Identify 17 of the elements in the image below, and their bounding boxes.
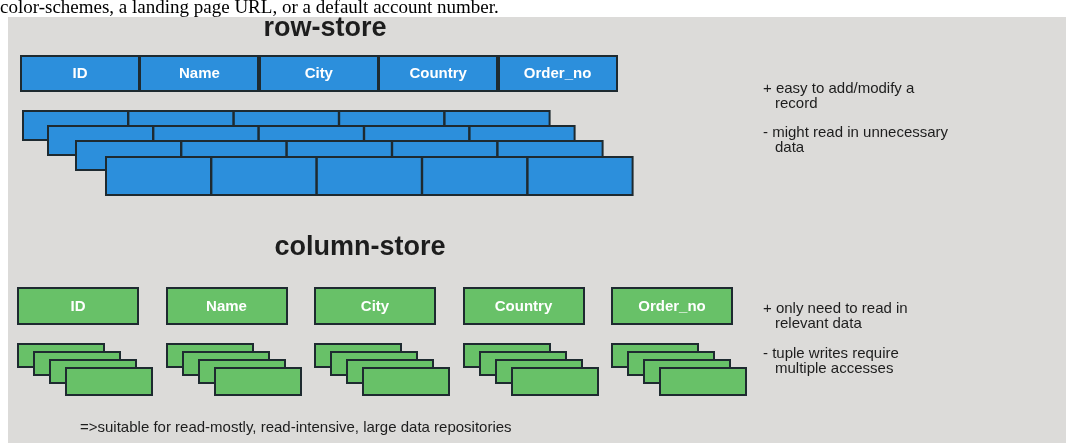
field-box: Country	[378, 55, 499, 92]
field-box: Order_no	[611, 287, 733, 325]
field-box: City	[314, 287, 436, 325]
field-box: Name	[165, 287, 288, 325]
note-text: + only need to read in relevant data	[763, 300, 909, 330]
caption-text: color-schemes, a landing page URL, or a default account number.	[0, 0, 499, 16]
field-box: Name	[139, 55, 260, 92]
note-text: - might read in unnecessary data	[763, 124, 950, 154]
field-box: City	[258, 55, 379, 92]
field-box: Country	[462, 287, 585, 325]
field-box: ID	[17, 287, 139, 325]
note-text: + easy to add/modify a record	[763, 80, 916, 110]
field-box: ID	[20, 55, 140, 92]
note-text: - tuple writes require multiple accesses	[763, 345, 900, 375]
section-heading: column-store	[273, 233, 447, 260]
summary-text: =>suitable for read-mostly, read-intensive, large data repositories	[80, 418, 512, 436]
field-box: Order_no	[497, 55, 618, 92]
